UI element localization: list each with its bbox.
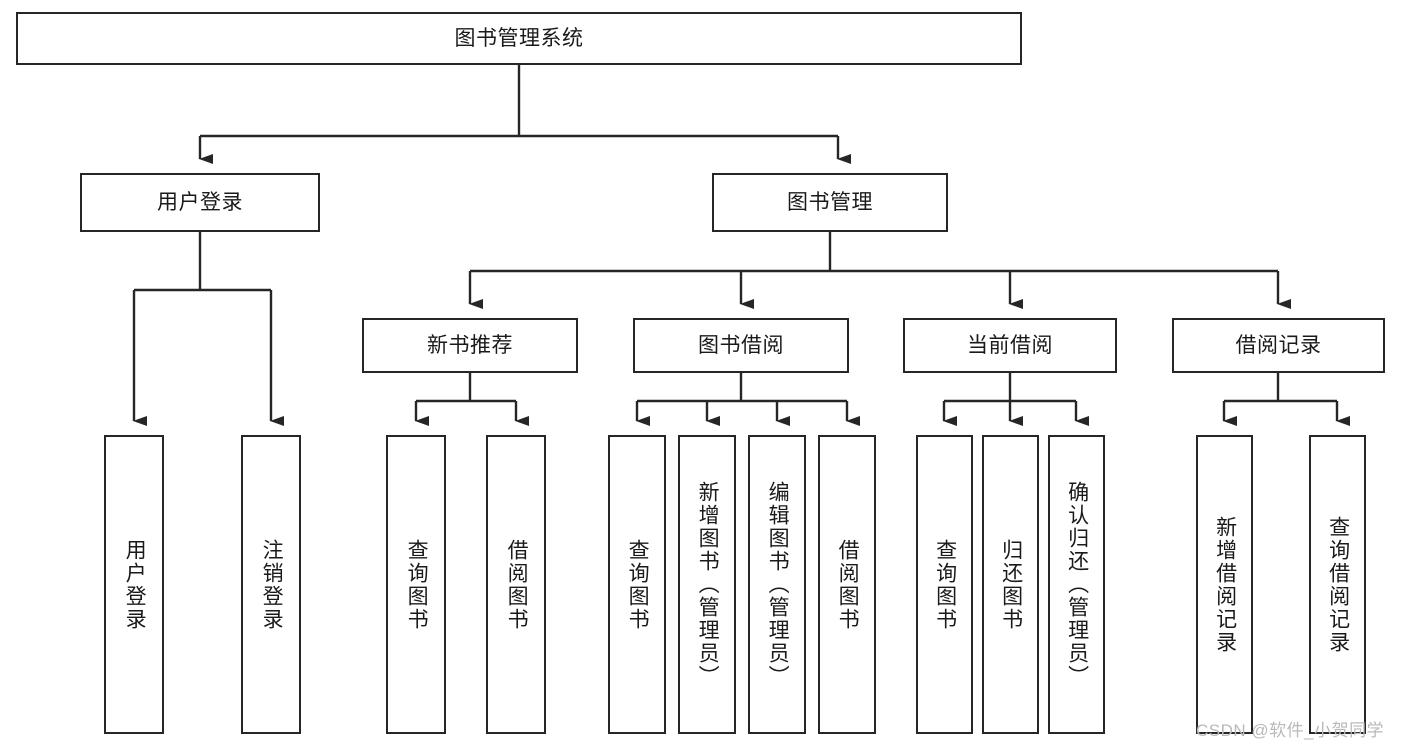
node-root[interactable]: 图书管理系统 bbox=[16, 12, 1022, 65]
node-borrow-record[interactable]: 借阅记录 bbox=[1172, 318, 1385, 373]
edge-borrow-record-split bbox=[1222, 373, 1350, 426]
node-leaf-borrow-book-rec[interactable]: 借阅图书 bbox=[486, 435, 546, 734]
node-leaf-edit-book[interactable]: 编辑图书（管理员） bbox=[748, 435, 806, 734]
node-leaf-user-logout-label: 注销登录 bbox=[260, 538, 284, 631]
node-book-manage[interactable]: 图书管理 bbox=[712, 173, 948, 232]
node-leaf-add-book[interactable]: 新增图书（管理员） bbox=[678, 435, 736, 734]
node-leaf-user-login-label: 用户登录 bbox=[123, 538, 147, 631]
node-leaf-borrow-book-rec-label: 借阅图书 bbox=[505, 538, 529, 631]
node-leaf-edit-book-label: 编辑图书（管理员） bbox=[766, 481, 790, 688]
node-leaf-user-logout[interactable]: 注销登录 bbox=[241, 435, 301, 734]
edge-root-split bbox=[198, 65, 851, 164]
node-leaf-add-record-label: 新增借阅记录 bbox=[1213, 515, 1237, 654]
node-borrow-record-label: 借阅记录 bbox=[1235, 333, 1322, 357]
node-root-label: 图书管理系统 bbox=[454, 26, 584, 50]
edge-new-book-rec-split bbox=[414, 373, 529, 426]
node-leaf-query-book-rec-label: 查询图书 bbox=[405, 538, 429, 631]
node-leaf-add-book-label: 新增图书（管理员） bbox=[696, 481, 720, 688]
edge-user-login-split bbox=[132, 232, 284, 426]
node-user-login-label: 用户登录 bbox=[157, 190, 243, 214]
node-book-borrow[interactable]: 图书借阅 bbox=[633, 318, 849, 373]
node-leaf-confirm-return-label: 确认归还（管理员） bbox=[1065, 481, 1089, 688]
node-book-borrow-label: 图书借阅 bbox=[698, 333, 784, 357]
node-new-book-rec-label: 新书推荐 bbox=[427, 333, 513, 357]
node-leaf-user-login[interactable]: 用户登录 bbox=[104, 435, 164, 734]
node-leaf-return-book-label: 归还图书 bbox=[999, 538, 1023, 631]
edge-current-borrow-split bbox=[942, 373, 1089, 426]
node-leaf-query-book-current-label: 查询图书 bbox=[933, 538, 957, 631]
watermark: CSDN @软件_小贺同学 bbox=[1196, 721, 1385, 740]
node-leaf-query-book-rec[interactable]: 查询图书 bbox=[386, 435, 446, 734]
node-leaf-query-book-borrow[interactable]: 查询图书 bbox=[608, 435, 666, 734]
edge-book-manage-split bbox=[468, 232, 1291, 309]
node-leaf-add-record[interactable]: 新增借阅记录 bbox=[1196, 435, 1253, 734]
node-leaf-return-book[interactable]: 归还图书 bbox=[982, 435, 1039, 734]
node-leaf-confirm-return[interactable]: 确认归还（管理员） bbox=[1048, 435, 1105, 734]
node-leaf-query-book-borrow-label: 查询图书 bbox=[626, 538, 650, 631]
node-book-manage-label: 图书管理 bbox=[787, 190, 873, 214]
node-new-book-rec[interactable]: 新书推荐 bbox=[362, 318, 578, 373]
node-user-login[interactable]: 用户登录 bbox=[80, 173, 320, 232]
node-current-borrow[interactable]: 当前借阅 bbox=[903, 318, 1117, 373]
node-leaf-query-record[interactable]: 查询借阅记录 bbox=[1309, 435, 1366, 734]
node-leaf-borrow-book[interactable]: 借阅图书 bbox=[818, 435, 876, 734]
node-current-borrow-label: 当前借阅 bbox=[967, 333, 1053, 357]
node-leaf-borrow-book-label: 借阅图书 bbox=[836, 538, 860, 631]
node-leaf-query-book-current[interactable]: 查询图书 bbox=[916, 435, 973, 734]
edge-book-borrow-split bbox=[635, 373, 860, 426]
node-leaf-query-record-label: 查询借阅记录 bbox=[1326, 515, 1350, 654]
